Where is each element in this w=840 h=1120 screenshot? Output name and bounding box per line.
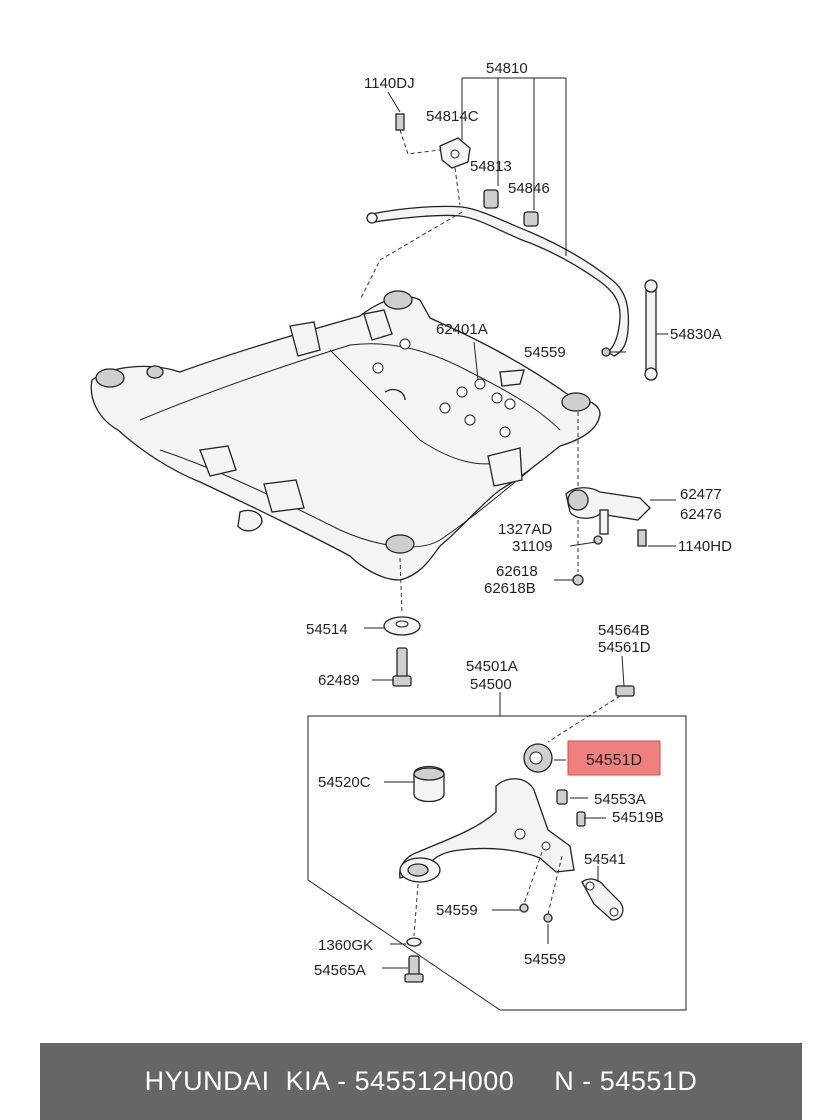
callout-54514: 54514 <box>306 621 348 638</box>
callout-54501a: 54501A <box>466 658 518 675</box>
parts-diagram: 54810 1140DJ 54814C 54813 54846 62401A 5… <box>90 60 732 1011</box>
bracket-62477 <box>565 487 651 586</box>
callout-54813: 54813 <box>470 158 512 175</box>
lower-arm-group-frame <box>307 715 687 1011</box>
callout-54565a: 54565A <box>314 962 366 979</box>
callout-54520c: 54520C <box>318 774 371 791</box>
part-number-footer: HYUNDAI KIA - 545512H000 N - 54551D <box>40 1043 802 1120</box>
callout-62477: 62477 <box>680 486 722 503</box>
callout-1360gk: 1360GK <box>318 937 373 954</box>
footer-text: HYUNDAI KIA - 545512H000 N - 54551D <box>144 1066 698 1096</box>
svg-text:54551D: 54551D <box>586 752 642 769</box>
callout-1140hd: 1140HD <box>678 538 732 555</box>
callout-54559-left: 54559 <box>436 902 478 919</box>
callout-54810: 54810 <box>486 60 528 77</box>
callout-62476: 62476 <box>680 506 722 523</box>
callout-62618b: 62618B <box>484 580 536 597</box>
callout-1327ad: 1327AD <box>498 521 552 538</box>
callout-54500: 54500 <box>470 676 512 693</box>
mount-washer-bolt <box>383 557 421 687</box>
subframe <box>90 129 601 581</box>
callout-54553a: 54553A <box>594 791 646 808</box>
callout-54846: 54846 <box>508 180 550 197</box>
callout-62401a: 62401A <box>436 321 488 338</box>
callout-1140dj: 1140DJ <box>364 75 415 92</box>
callout-54559-bottom: 54559 <box>524 951 566 968</box>
callout-62489: 62489 <box>318 672 360 689</box>
leader-lines <box>364 77 676 969</box>
highlighted-callout-54551d: 54551D <box>567 740 661 776</box>
callout-31109: 31109 <box>512 538 553 555</box>
stabilizer-bar-assembly <box>366 113 658 381</box>
callout-54519b: 54519B <box>612 809 664 826</box>
callout-54564b: 54564B <box>598 622 650 639</box>
callout-62618: 62618 <box>496 563 538 580</box>
callout-54559-top: 54559 <box>524 344 566 361</box>
lower-arm <box>399 685 635 983</box>
callout-54561d: 54561D <box>598 639 651 656</box>
callout-54830a: 54830A <box>670 326 722 343</box>
callout-54541: 54541 <box>584 851 626 868</box>
callout-54814c: 54814C <box>426 108 479 125</box>
